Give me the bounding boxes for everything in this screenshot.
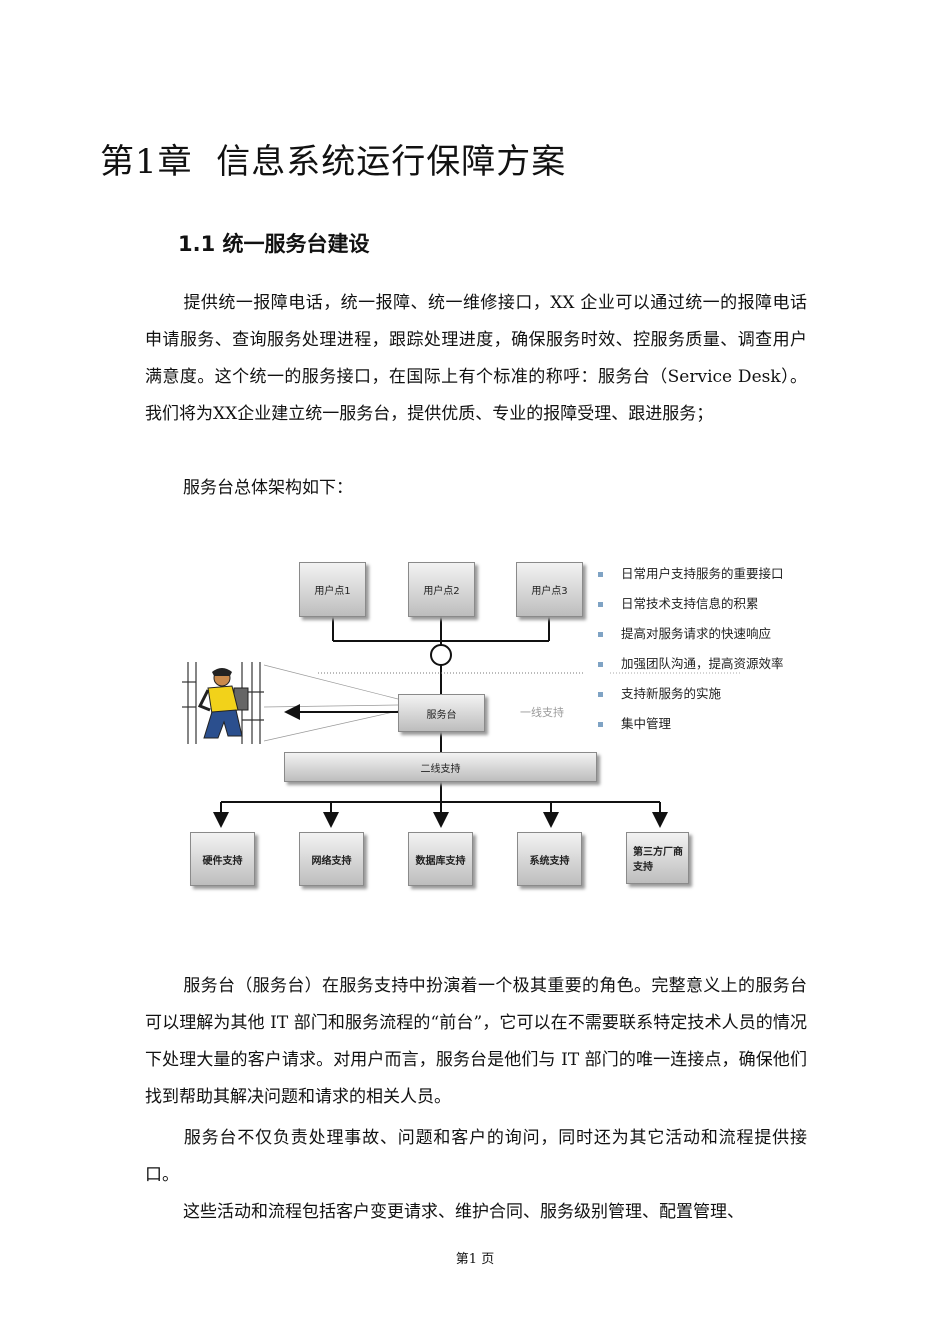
benefit-item: 集中管理 <box>598 709 784 739</box>
benefit-text: 日常技术支持信息的积累 <box>621 596 759 611</box>
paragraph-architecture-lead: 服务台总体架构如下： <box>145 470 807 507</box>
benefit-item: 提高对服务请求的快速响应 <box>598 619 784 649</box>
chapter-title: 第1章 信息系统运行保障方案 <box>100 134 566 183</box>
support-network: 网络支持 <box>299 832 364 886</box>
paragraph-intro: 提供统一报障电话，统一报障、统一维修接口，XX 企业可以通过统一的报障电话申请服… <box>145 285 807 433</box>
paragraph-service-desk-role: 服务台（服务台）在服务支持中扮演着一个极其重要的角色。完整意义上的服务台可以理解… <box>145 968 807 1116</box>
benefit-text: 集中管理 <box>621 716 672 731</box>
bullet-square-icon <box>598 632 603 637</box>
page-number-footer: 第1 页 <box>455 1252 495 1267</box>
service-desk-benefits-list: 日常用户支持服务的重要接口 日常技术支持信息的积累 提高对服务请求的快速响应 加… <box>598 559 784 739</box>
user-point-3: 用户点3 <box>516 562 583 617</box>
chapter-name: 信息系统运行保障方案 <box>216 142 567 182</box>
chapter-number: 第1章 <box>100 142 193 182</box>
benefit-item: 支持新服务的实施 <box>598 679 784 709</box>
benefit-item: 日常技术支持信息的积累 <box>598 589 784 619</box>
technician-illustration <box>182 662 264 744</box>
benefit-text: 支持新服务的实施 <box>621 686 722 701</box>
diagram-connectors <box>213 617 740 828</box>
paragraph-role-text: 服务台（服务台）在服务支持中扮演着一个极其重要的角色。完整意义上的服务台可以理解… <box>145 976 807 1107</box>
second-line-support-bar: 二线支持 <box>284 752 597 782</box>
benefit-item: 日常用户支持服务的重要接口 <box>598 559 784 589</box>
bullet-square-icon <box>598 602 603 607</box>
benefit-item: 加强团队沟通，提高资源效率 <box>598 649 784 679</box>
paragraph-intro-text: 提供统一报障电话，统一报障、统一维修接口，XX 企业可以通过统一的报障电话申请服… <box>145 293 807 424</box>
support-system: 系统支持 <box>517 832 582 886</box>
bullet-square-icon <box>598 692 603 697</box>
section-title: 1.1 统一服务台建设 <box>178 232 370 256</box>
paragraph-architecture-text: 服务台总体架构如下： <box>183 478 353 498</box>
bullet-square-icon <box>598 722 603 727</box>
service-desk-architecture-diagram: 用户点1 用户点2 用户点3 服务台 一线支持 二线支持 硬件支持 网络支持 数… <box>180 545 820 895</box>
paragraph-activities: 这些活动和流程包括客户变更请求、维护合同、服务级别管理、配置管理、 <box>145 1194 807 1231</box>
support-database: 数据库支持 <box>408 832 473 886</box>
bullet-square-icon <box>598 572 603 577</box>
paragraph-scope-text: 服务台不仅负责处理事故、问题和客户的询问，同时还为其它活动和流程提供接口。 <box>145 1128 807 1185</box>
benefit-text: 日常用户支持服务的重要接口 <box>621 566 784 581</box>
user-point-1: 用户点1 <box>299 562 366 617</box>
benefit-text: 提高对服务请求的快速响应 <box>621 626 772 641</box>
user-point-2: 用户点2 <box>408 562 475 617</box>
benefit-text: 加强团队沟通，提高资源效率 <box>621 656 784 671</box>
bullet-square-icon <box>598 662 603 667</box>
first-line-support-label: 一线支持 <box>520 706 564 719</box>
support-hardware: 硬件支持 <box>190 832 255 886</box>
service-desk-box: 服务台 <box>398 694 485 732</box>
support-third-party-vendor: 第三方厂商支持 <box>626 832 689 884</box>
paragraph-activities-text: 这些活动和流程包括客户变更请求、维护合同、服务级别管理、配置管理、 <box>183 1202 744 1222</box>
paragraph-service-desk-scope: 服务台不仅负责处理事故、问题和客户的询问，同时还为其它活动和流程提供接口。 <box>145 1120 807 1194</box>
